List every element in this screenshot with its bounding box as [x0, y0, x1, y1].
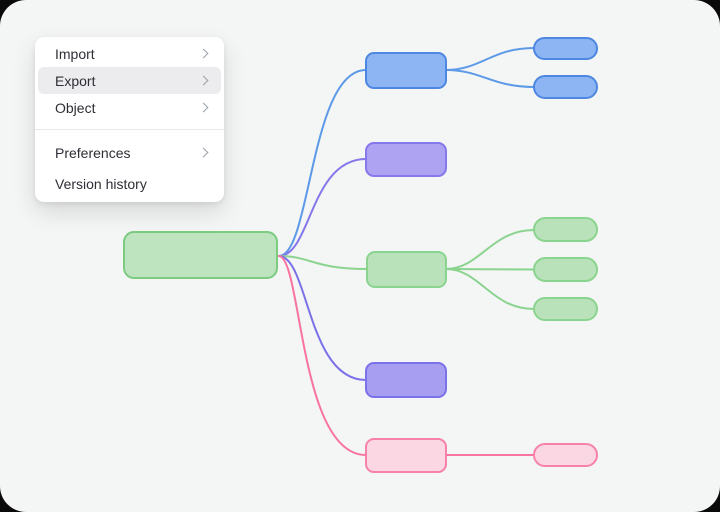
chevron-right-icon [198, 75, 209, 86]
edge-root-green [278, 255, 368, 270]
menu-item-label: Version history [55, 175, 147, 192]
leaf-green-2[interactable] [533, 257, 598, 282]
edge-green-leaf-3 [445, 268, 535, 310]
menu-divider [35, 129, 224, 130]
edge-green-leaf-2 [445, 268, 535, 271]
branch-green[interactable] [366, 251, 447, 288]
branch-blue[interactable] [365, 52, 447, 89]
menu-item-label: Import [55, 45, 95, 62]
edge-green-leaf-1 [445, 229, 535, 270]
edge-root-blue [278, 69, 367, 257]
edge-blue-leaf-2 [445, 69, 535, 88]
leaf-pink-1[interactable] [533, 443, 598, 467]
edge-blue-leaf-1 [445, 47, 535, 71]
branch-purple-top[interactable] [365, 142, 447, 177]
menu-item-label: Object [55, 99, 96, 116]
edge-root-purple-bottom [278, 255, 367, 381]
menu-item-label: Preferences [55, 144, 131, 161]
leaf-blue-2[interactable] [533, 75, 598, 99]
edge-root-pink [278, 255, 367, 456]
chevron-right-icon [198, 48, 209, 59]
edge-root-purple-top [278, 158, 367, 257]
menu-item-version-history[interactable]: Version history [38, 170, 221, 197]
branch-purple-bottom[interactable] [365, 362, 447, 398]
chevron-right-icon [198, 102, 209, 113]
leaf-green-3[interactable] [533, 297, 598, 321]
branch-pink[interactable] [365, 438, 447, 473]
menu-item-object[interactable]: Object [38, 94, 221, 121]
context-menu: Import Export Object Preferences Version… [35, 37, 224, 202]
chevron-right-icon [198, 147, 209, 158]
menu-item-import[interactable]: Import [38, 40, 221, 67]
menu-item-preferences[interactable]: Preferences [38, 139, 221, 166]
menu-item-export[interactable]: Export [38, 67, 221, 94]
root-node[interactable] [123, 231, 278, 279]
leaf-green-1[interactable] [533, 217, 598, 242]
menu-item-label: Export [55, 72, 96, 89]
leaf-blue-1[interactable] [533, 37, 598, 60]
